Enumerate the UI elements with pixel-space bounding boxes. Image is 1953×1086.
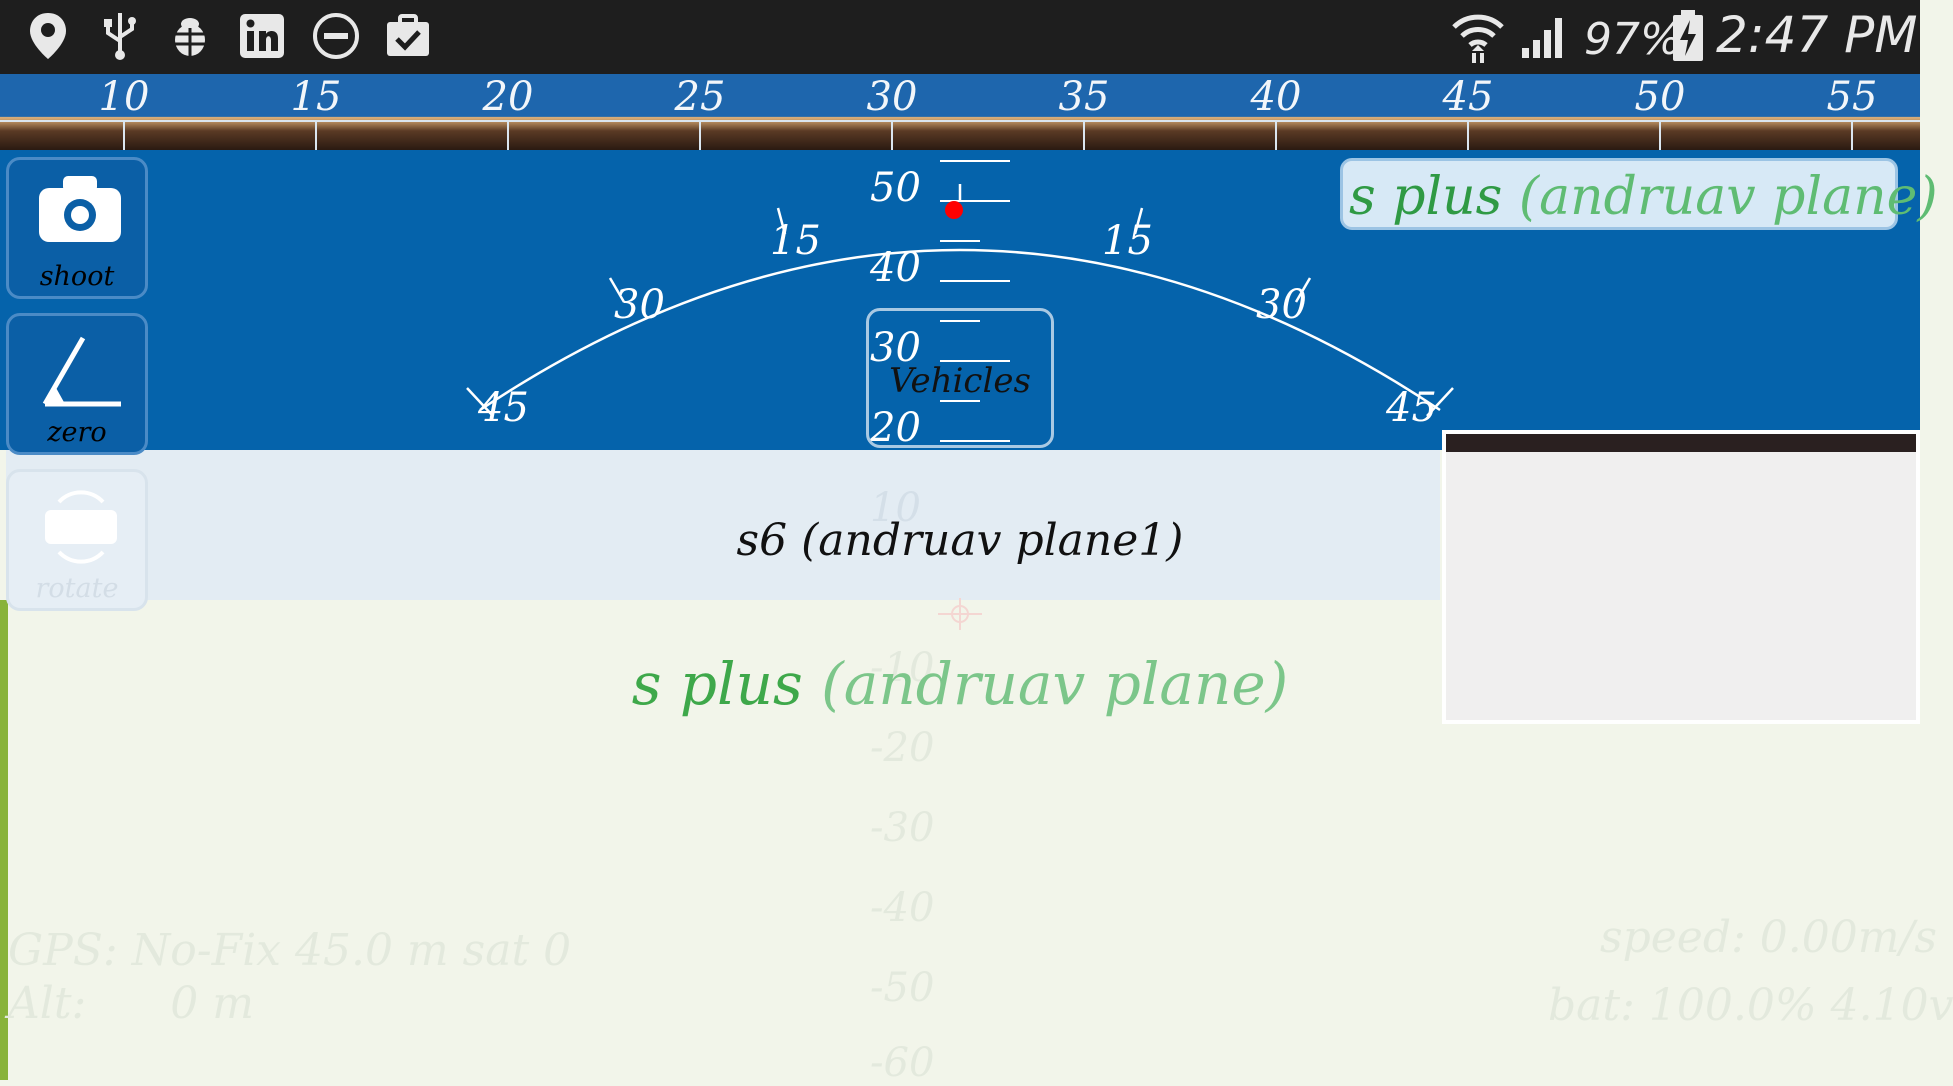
vehicle-name: s plus (631, 650, 803, 718)
vehicles-label: Vehicles (889, 361, 1031, 401)
bug-icon (166, 12, 214, 60)
pitch-label: -50 (870, 965, 935, 1011)
camera-preview[interactable] (1442, 430, 1920, 724)
active-vehicle-detail: (andruav plane) (1518, 167, 1938, 227)
pitch-line (940, 160, 1010, 162)
heading-tick (123, 120, 125, 150)
heading-label: 45 (1442, 74, 1494, 120)
pitch-label: 10 (870, 485, 921, 531)
pitch-label: -40 (870, 885, 935, 931)
roll-label: 30 (614, 282, 665, 328)
heading-tick (1659, 120, 1661, 150)
heading-label: 20 (482, 74, 534, 120)
ground-edge (0, 600, 8, 1080)
active-vehicle-name: s plus (1349, 167, 1503, 227)
vehicle-list-panel (6, 450, 1440, 600)
status-bar: 97% 2:47 PM (0, 0, 1920, 74)
heading-label: 25 (674, 74, 726, 120)
vehicles-button[interactable]: Vehicles (866, 308, 1054, 448)
angle-icon (42, 336, 121, 407)
pitch-label: 40 (870, 245, 921, 291)
roll-label: 45 (1386, 385, 1437, 431)
vehicle-list-item[interactable]: s plus (andruav plane) (0, 650, 1920, 718)
speed: speed: 0.00m/s (1600, 912, 1937, 963)
pitch-label: 50 (870, 165, 921, 211)
active-vehicle-label: s plus (andruav plane) (1349, 167, 1938, 227)
roll-label: 30 (1256, 282, 1307, 328)
roll-label: 15 (770, 218, 821, 264)
pitch-line (940, 440, 1010, 442)
pitch-line (940, 360, 1010, 362)
heading-label: 35 (1058, 74, 1110, 120)
heading-label: 50 (1634, 74, 1686, 120)
camera-preview-image (1446, 434, 1916, 720)
rotate-label: rotate (35, 573, 119, 604)
clock: 2:47 PM (1716, 6, 1918, 64)
shoot-button[interactable]: shoot (6, 157, 148, 299)
wifi-icon (1452, 12, 1504, 63)
pitch-label: -60 (870, 1040, 935, 1086)
camera-icon (39, 176, 121, 242)
heading-tick (1083, 120, 1085, 150)
vehicle-detail: (andruav plane) (821, 650, 1289, 718)
heading-tick (1467, 120, 1469, 150)
heading-label: 30 (866, 74, 918, 120)
heading-tick (699, 120, 701, 150)
heading-tick (315, 120, 317, 150)
active-vehicle-chip[interactable]: s plus (andruav plane) (1340, 158, 1938, 230)
altitude: Alt: 0 m (8, 978, 254, 1029)
heading-tick (1851, 120, 1853, 150)
heading-tape: 10 15 20 25 30 35 40 45 50 55 (0, 74, 1920, 150)
heading-label: 55 (1826, 74, 1878, 120)
heading-tick (891, 120, 893, 150)
battery-percent: 97% (1584, 14, 1682, 65)
pitch-line (940, 280, 1010, 282)
heading-tick (1275, 120, 1277, 150)
roll-pointer (945, 201, 963, 219)
aircraft-reticle-icon (938, 598, 982, 630)
usb-icon (96, 12, 144, 60)
roll-indicator (466, 184, 1454, 417)
roll-label: 15 (1102, 218, 1153, 264)
gps-status: GPS: No-Fix 45.0 m sat 0 (8, 925, 572, 976)
pitch-label: -10 (870, 645, 935, 691)
battery-status: bat: 100.0% 4.10v (1548, 980, 1953, 1031)
zero-label: zero (47, 417, 107, 448)
pitch-label: -20 (870, 725, 935, 771)
zero-button[interactable]: zero (6, 313, 148, 455)
heading-label: 40 (1250, 74, 1302, 120)
pitch-line (940, 240, 980, 242)
vehicle-list-item[interactable]: s6 (andruav plane1) (736, 515, 1184, 566)
pitch-line (940, 320, 980, 322)
camera-preview-bar (1446, 434, 1916, 452)
linkedin-icon (238, 12, 286, 60)
pitch-label: 30 (870, 325, 921, 371)
heading-tick (507, 120, 509, 150)
heading-label: 15 (290, 74, 342, 120)
pitch-line (940, 200, 1010, 202)
clipboard-check-icon (384, 12, 432, 60)
location-pin-icon (24, 12, 72, 60)
rotate-button[interactable]: rotate (6, 469, 148, 611)
signal-icon (1520, 12, 1568, 60)
do-not-disturb-icon (312, 12, 360, 60)
battery-charging-icon (1664, 10, 1712, 61)
heading-tape-line (0, 120, 1920, 122)
roll-label: 45 (478, 385, 529, 431)
heading-label: 10 (98, 74, 150, 120)
shoot-label: shoot (39, 261, 115, 292)
pitch-line (940, 400, 980, 402)
pitch-label: -30 (870, 805, 935, 851)
rotate-icon (45, 490, 117, 564)
